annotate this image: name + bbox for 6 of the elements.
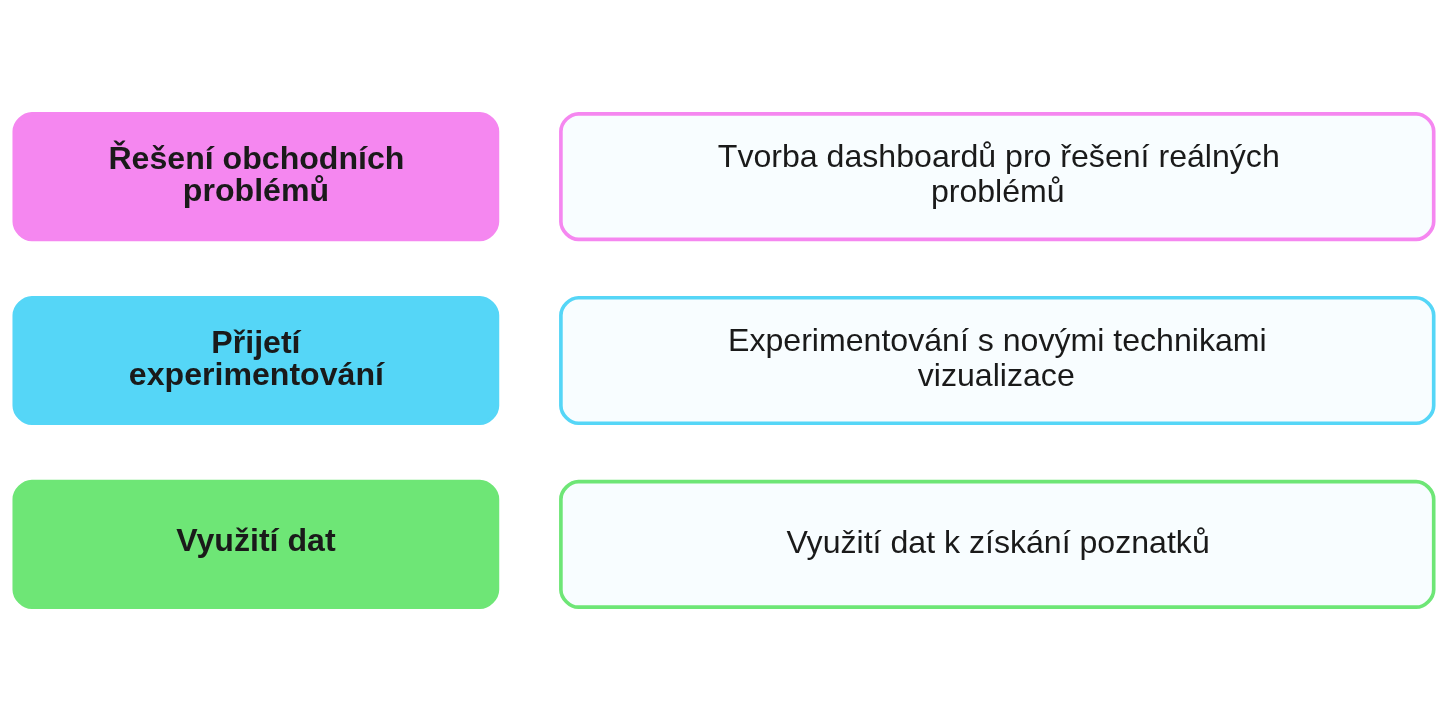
node-box: Využití dat k získání poznatků	[559, 479, 1436, 609]
node-box: Tvorba dashboardů pro řešení reálných problémů	[559, 111, 1436, 241]
node-box: Využití dat	[12, 479, 500, 609]
node-box: Experimentování s novými technikami vizualizace	[559, 295, 1436, 425]
node-box: Přijetí experimentování	[12, 295, 500, 425]
node-box: Řešení obchodních problémů	[12, 111, 500, 241]
